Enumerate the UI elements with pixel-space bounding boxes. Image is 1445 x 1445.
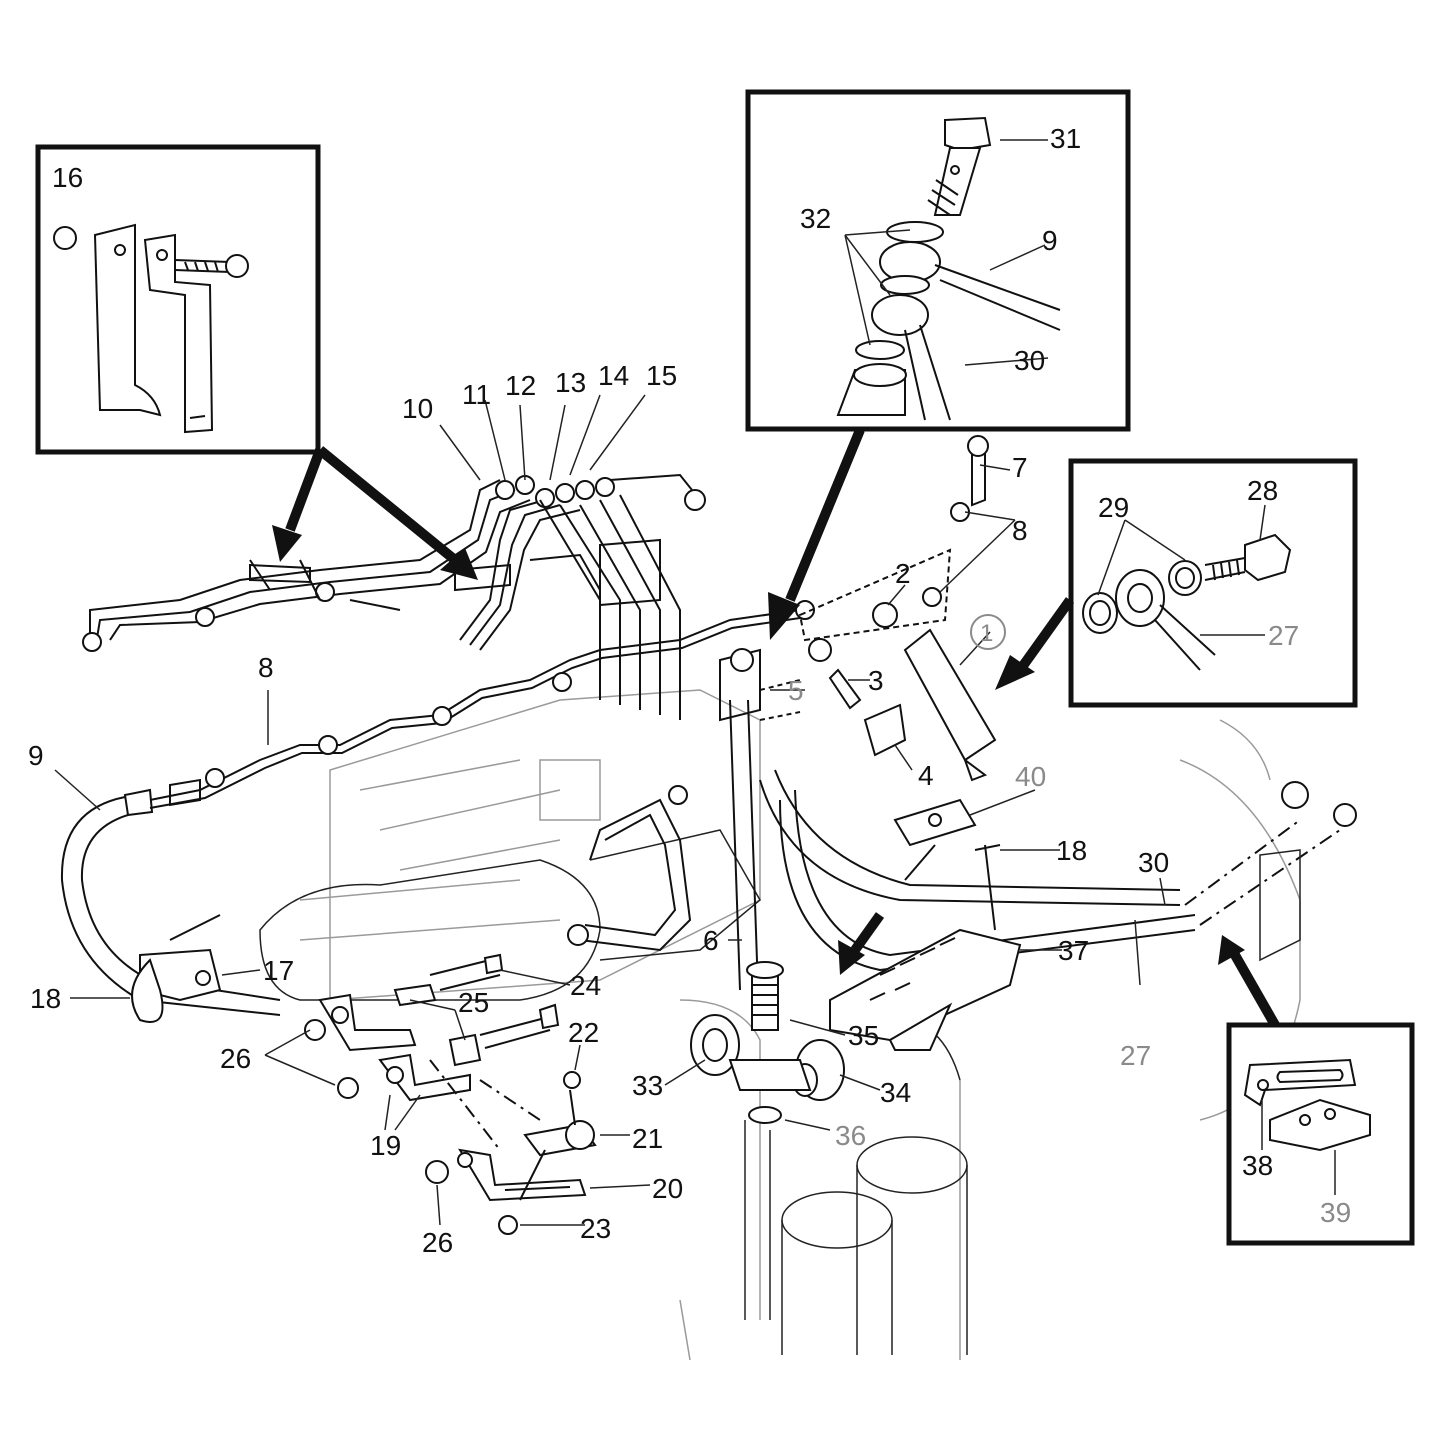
- callout-11: 11: [462, 379, 491, 410]
- callout-8-leakoff: 8: [258, 652, 274, 683]
- brackets-lower-left: [131, 914, 597, 1235]
- callout-35: 35: [848, 1020, 879, 1051]
- cylinder-drawing: [781, 1136, 968, 1355]
- callout-38: 38: [1242, 1150, 1273, 1181]
- fuel-pipe-lower: [567, 785, 692, 952]
- callout-leader-lines: [54, 139, 1336, 1226]
- callout-13: 13: [555, 367, 586, 398]
- callout-24: 24: [570, 970, 601, 1001]
- callout-20: 20: [652, 1173, 683, 1204]
- callout-16: 16: [52, 162, 83, 193]
- callout-30-inset: 30: [1014, 345, 1045, 376]
- inset-banjo-28: [1068, 458, 1358, 708]
- inset-banjo-31: [745, 89, 1131, 432]
- callout-7: 7: [1012, 452, 1028, 483]
- callout-31: 31: [1050, 123, 1081, 154]
- callout-15: 15: [646, 360, 677, 391]
- callout-5: 5: [788, 675, 804, 706]
- bracket-37: [829, 798, 1022, 1051]
- callout-29: 29: [1098, 492, 1129, 523]
- callout-21: 21: [632, 1123, 663, 1154]
- callout-18-right: 18: [1056, 835, 1087, 866]
- injector-assembly: [719, 435, 997, 782]
- callout-10: 10: [402, 393, 433, 424]
- callout-27-main: 27: [1120, 1040, 1151, 1071]
- callout-37: 37: [1058, 935, 1089, 966]
- callout-32: 32: [800, 203, 831, 234]
- fuel-hoses-27-30: [729, 699, 1357, 991]
- inset-31-pointer-arrow: [768, 428, 865, 640]
- fuel-hose-9: [60, 796, 281, 1016]
- callout-14: 14: [598, 360, 629, 391]
- callout-12: 12: [505, 370, 536, 401]
- inset-bracket-16: [35, 144, 321, 455]
- callout-39: 39: [1320, 1197, 1351, 1228]
- callout-18-left: 18: [30, 983, 61, 1014]
- inset-16-pointer-arrows: [272, 446, 478, 580]
- callout-22: 22: [568, 1017, 599, 1048]
- injection-pipes-bundle: [82, 473, 706, 720]
- callout-2: 2: [895, 558, 911, 589]
- pad-40-pointer-arrow: [838, 844, 936, 975]
- callout-8-injector: 8: [1012, 515, 1028, 546]
- callout-40: 40: [1015, 761, 1046, 792]
- callout-36: 36: [835, 1120, 866, 1151]
- callout-27-inset: 27: [1268, 620, 1299, 651]
- engine-block-drawing: [259, 689, 1301, 1361]
- callout-3: 3: [868, 665, 884, 696]
- inset-bracket-38: [1226, 1022, 1415, 1246]
- inset-38-pointer-arrow: [1218, 935, 1280, 1028]
- callout-4: 4: [918, 760, 934, 791]
- callout-34: 34: [880, 1077, 911, 1108]
- callout-6: 6: [703, 925, 719, 956]
- callout-1: 1: [980, 620, 993, 647]
- callout-19: 19: [370, 1130, 401, 1161]
- callout-30-main: 30: [1138, 847, 1169, 878]
- callout-9-hose: 9: [28, 740, 44, 771]
- callout-17: 17: [263, 955, 294, 986]
- callout-9-inset: 9: [1042, 225, 1058, 256]
- callout-23: 23: [580, 1213, 611, 1244]
- callout-33: 33: [632, 1070, 663, 1101]
- hose-clamp-33-36: [690, 961, 845, 1124]
- callout-28: 28: [1247, 475, 1278, 506]
- callout-25: 25: [458, 987, 489, 1018]
- callout-labels: 16 31 32 9 30 10 11 12 13 14 15 7 8 2 3 …: [28, 123, 1351, 1258]
- callout-1-circle: [970, 614, 1006, 650]
- inset-28-pointer-arrow: [995, 597, 1075, 690]
- callout-26-bottom: 26: [422, 1227, 453, 1258]
- callout-26-left: 26: [220, 1043, 251, 1074]
- leak-off-line: [123, 600, 815, 817]
